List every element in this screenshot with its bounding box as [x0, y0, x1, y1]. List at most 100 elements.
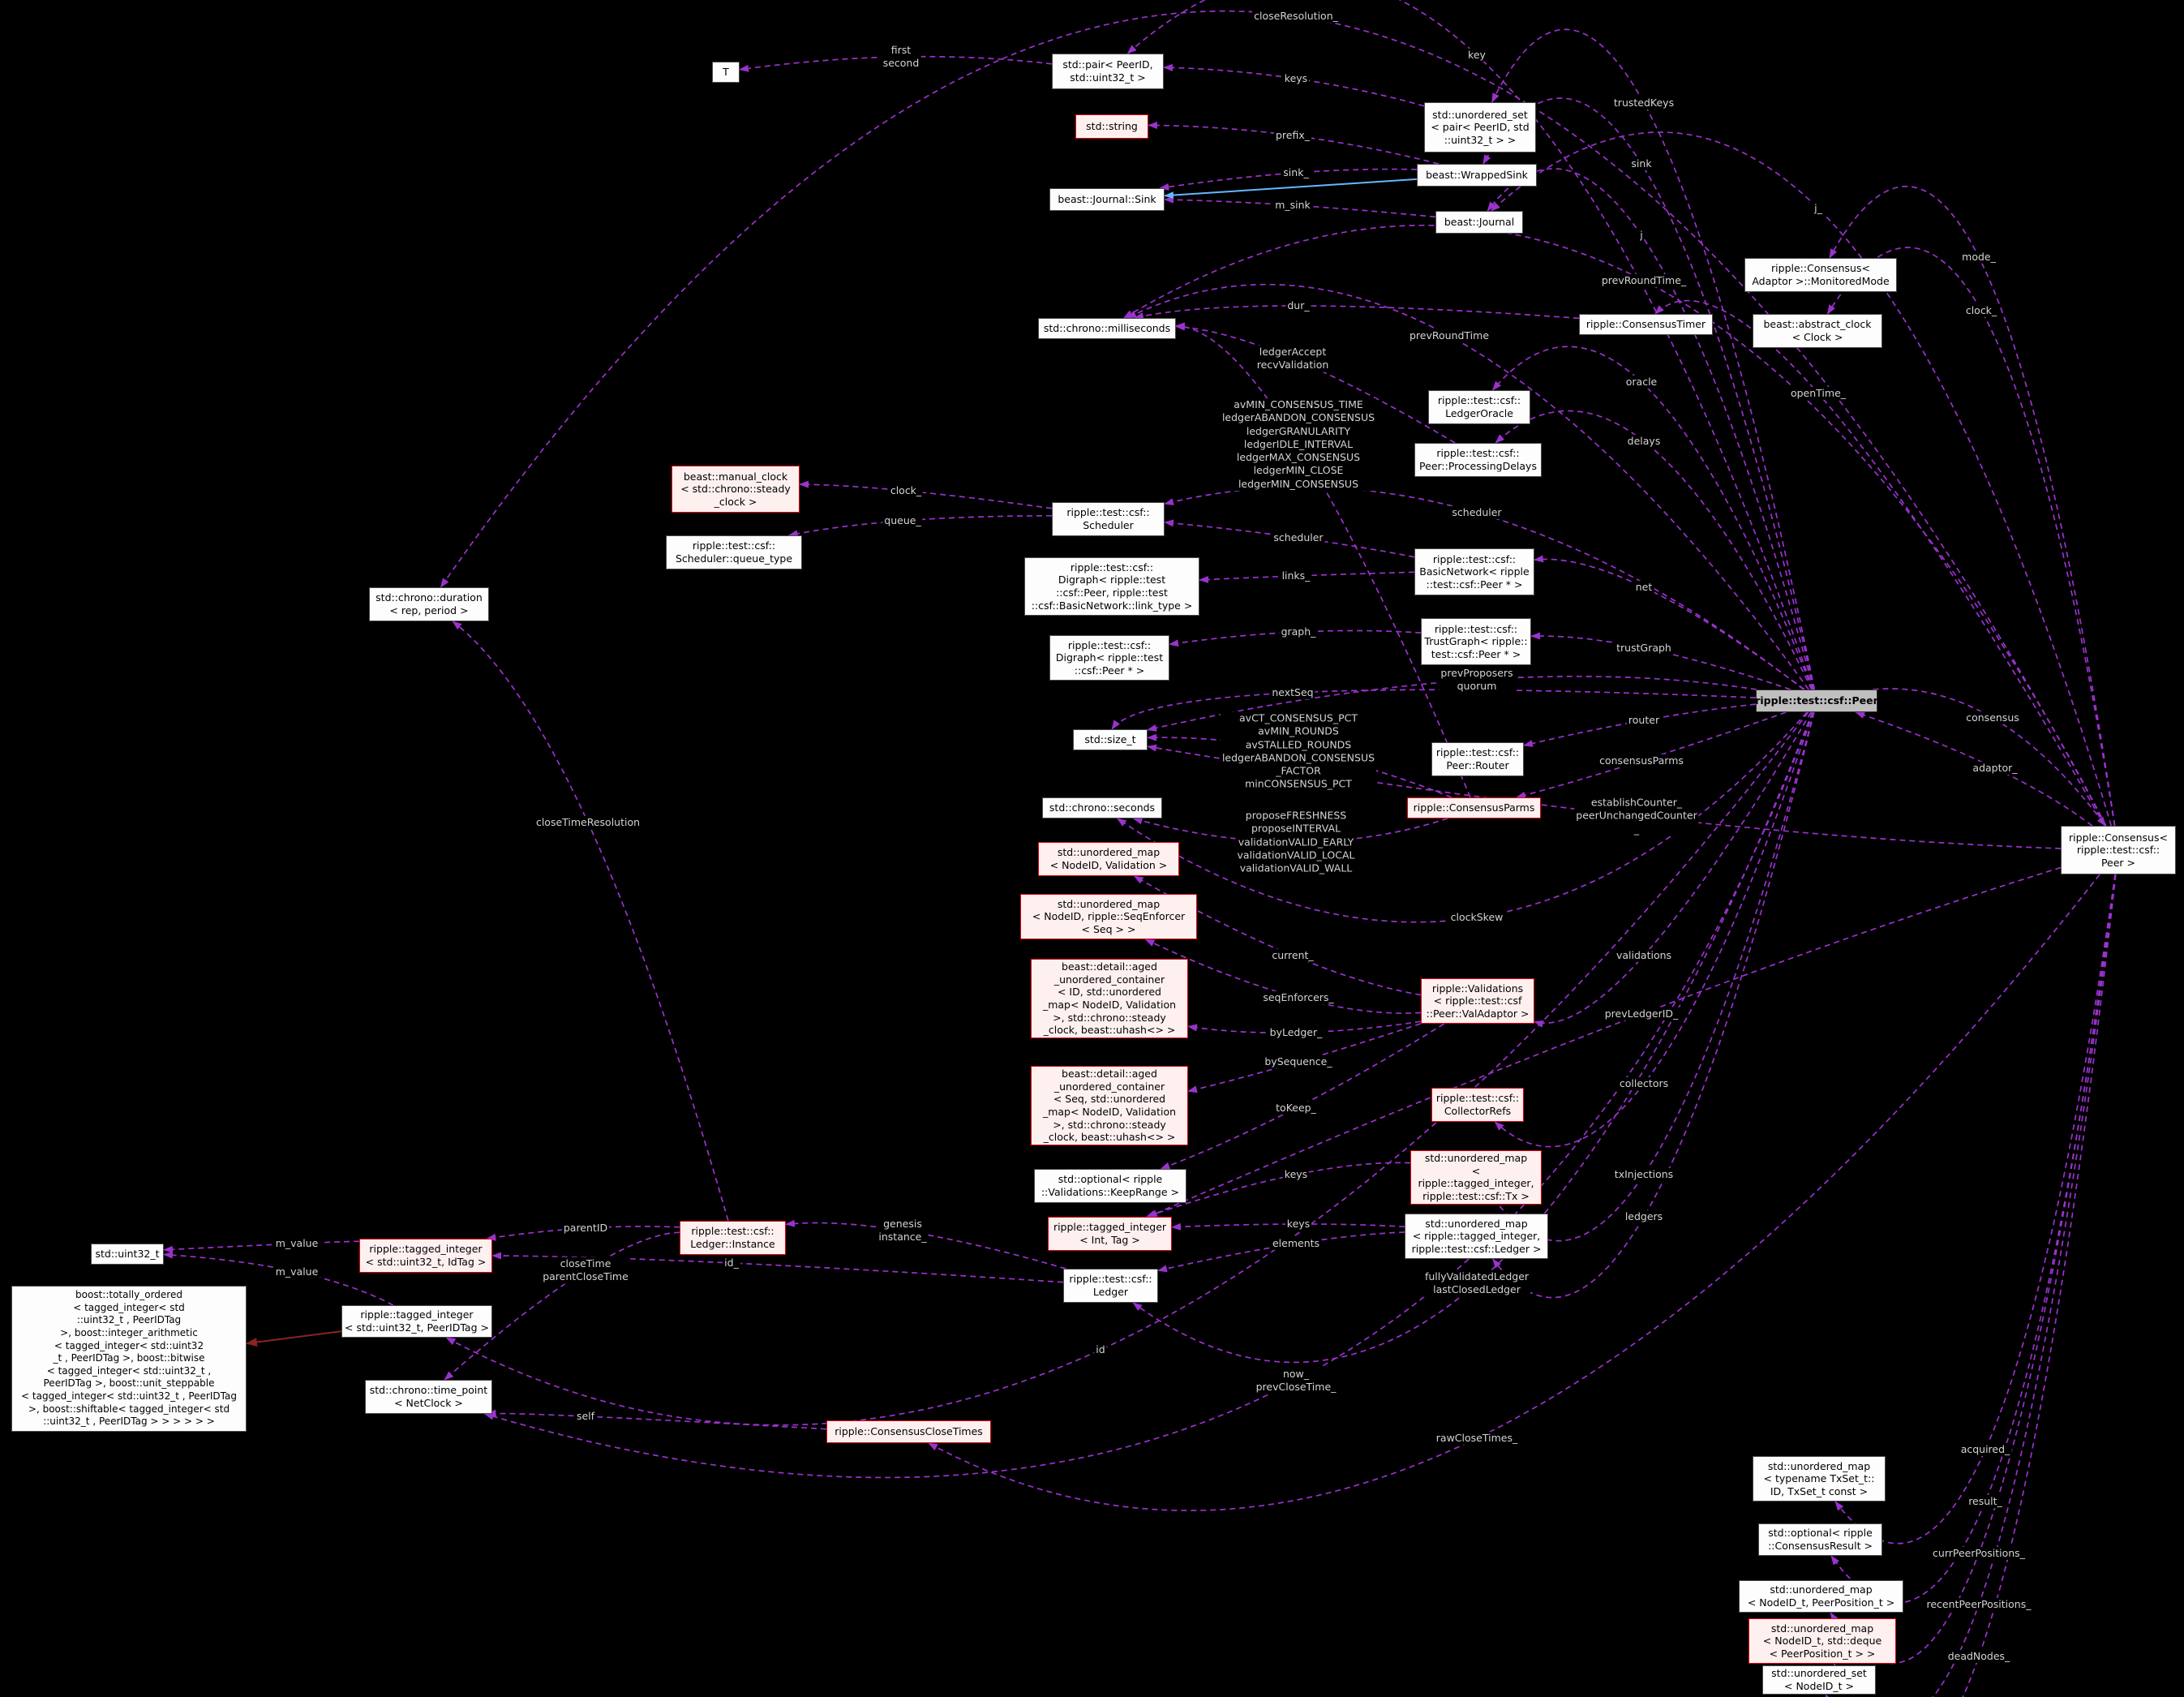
node-uint32[interactable]: std::uint32_t: [91, 1244, 164, 1265]
edge-label: mode_: [1960, 250, 1997, 264]
edge-ledger_instance-duration: [452, 621, 729, 1222]
edge-label: rawCloseTimes_: [1434, 1431, 1520, 1446]
node-trust_graph[interactable]: ripple::test::csf:: TrustGraph< ripple::…: [1421, 618, 1531, 665]
edge-label: clockSkew: [1448, 910, 1505, 925]
edge-label: consensus: [1964, 711, 2021, 725]
node-um_ledger[interactable]: std::unordered_map < ripple::tagged_inte…: [1405, 1214, 1548, 1259]
edge-label: establishCounter_ peerUnchangedCounter _: [1574, 796, 1699, 836]
edge-label: sink: [1629, 157, 1654, 171]
edge-label: now_ prevCloseTime_: [1254, 1367, 1338, 1394]
node-tagged_peeridtag[interactable]: ripple::tagged_integer < std::uint32_t, …: [341, 1305, 492, 1338]
edge-label: txInjections: [1612, 1167, 1676, 1182]
node-peer[interactable]: ripple::test::csf::Peer: [1755, 690, 1878, 712]
node-consensus_close_times[interactable]: ripple::ConsensusCloseTimes: [826, 1420, 991, 1443]
edge-label: openTime_: [1788, 386, 1848, 401]
node-um_txset[interactable]: std::unordered_map < typename TxSet_t:: …: [1753, 1456, 1886, 1502]
node-ledger_oracle[interactable]: ripple::test::csf:: LedgerOracle: [1428, 390, 1530, 424]
edge-label: keys: [1282, 1167, 1310, 1182]
node-us_nodeid[interactable]: std::unordered_set < NodeID_t >: [1762, 1665, 1876, 1695]
edge-peer-consensus_main: [1873, 688, 2106, 827]
node-um_seqenforcer[interactable]: std::unordered_map < NodeID, ripple::Seq…: [1020, 894, 1197, 939]
edge-peer-wrapped_sink: [1482, 97, 1815, 690]
node-duration[interactable]: std::chrono::duration < rep, period >: [369, 587, 489, 621]
edge-label: prevRoundTime_: [1599, 273, 1688, 288]
node-journal_sink[interactable]: beast::Journal::Sink: [1049, 188, 1165, 211]
node-um_tx[interactable]: std::unordered_map < ripple::tagged_inte…: [1410, 1150, 1542, 1205]
edge-consensus_main-us_nodeid: [1825, 874, 2117, 1697]
edge-consensus_main-um_deque: [1833, 874, 2117, 1697]
node-tagged_int_tag[interactable]: ripple::tagged_integer < Int, Tag >: [1048, 1217, 1172, 1251]
node-pair_peerid[interactable]: std::pair< PeerID, std::uint32_t >: [1052, 54, 1164, 89]
edge-label: recentPeerPositions_: [1924, 1597, 2033, 1612]
edge-label: bySequence_: [1263, 1055, 1334, 1069]
edge-label: prefix_: [1273, 128, 1312, 143]
edge-label: closeResolution_: [1252, 9, 1340, 24]
node-processing_delays[interactable]: ripple::test::csf:: Peer::ProcessingDela…: [1414, 443, 1542, 477]
node-peer_router[interactable]: ripple::test::csf:: Peer::Router: [1431, 742, 1524, 776]
node-milliseconds[interactable]: std::chrono::milliseconds: [1038, 318, 1176, 339]
node-um_validation[interactable]: std::unordered_map < NodeID, Validation …: [1038, 842, 1179, 876]
edge-label: links_: [1280, 569, 1312, 583]
edge-peer-consensus_parms: [1516, 711, 1787, 799]
node-seconds_node[interactable]: std::chrono::seconds: [1042, 797, 1162, 818]
edge-label: keys: [1285, 1217, 1312, 1231]
edge-label: closeTimeResolution: [534, 815, 642, 830]
node-time_point[interactable]: std::chrono::time_point < NetClock >: [365, 1380, 492, 1414]
node-manual_clock[interactable]: beast::manual_clock < std::chrono::stead…: [672, 466, 800, 513]
node-t_node[interactable]: T: [712, 62, 740, 83]
node-scheduler_node[interactable]: ripple::test::csf:: Scheduler: [1052, 502, 1165, 536]
edge-label: net: [1633, 580, 1654, 595]
edge-label: byLedger_: [1268, 1025, 1324, 1040]
node-digraph_peer[interactable]: ripple::test::csf:: Digraph< ripple::tes…: [1049, 635, 1169, 681]
edge-wrapped_sink-journal_sink: [1164, 178, 1418, 200]
node-consensus_parms[interactable]: ripple::ConsensusParms: [1407, 797, 1541, 818]
node-csf_ledger[interactable]: ripple::test::csf:: Ledger: [1063, 1269, 1158, 1303]
node-aged_seq[interactable]: beast::detail::aged _unordered_container…: [1031, 1066, 1188, 1145]
edge-label: nextSeq: [1270, 685, 1315, 700]
node-validations_node[interactable]: ripple::Validations < ripple::test::csf …: [1421, 978, 1534, 1024]
edge-label: avCT_CONSENSUS_PCT avMIN_ROUNDS avSTALLE…: [1220, 711, 1377, 791]
node-ledger_instance[interactable]: ripple::test::csf:: Ledger::Instance: [680, 1221, 786, 1255]
node-monitored_mode[interactable]: ripple::Consensus< Adaptor >::MonitoredM…: [1744, 258, 1897, 292]
node-opt_result[interactable]: std::optional< ripple ::ConsensusResult …: [1758, 1523, 1882, 1556]
node-collector_refs[interactable]: ripple::test::csf:: CollectorRefs: [1431, 1088, 1524, 1122]
edge-label: toKeep_: [1274, 1101, 1318, 1115]
node-tagged_idtag[interactable]: ripple::tagged_integer < std::uint32_t, …: [359, 1239, 492, 1273]
edge-consensus_main-consensus_timer: [1654, 299, 2105, 827]
node-aged_id[interactable]: beast::detail::aged _unordered_container…: [1031, 959, 1188, 1038]
node-size_t[interactable]: std::size_t: [1073, 729, 1148, 750]
node-boost_node[interactable]: boost::totally_ordered < tagged_integer<…: [11, 1286, 247, 1432]
edge-label: scheduler: [1272, 531, 1325, 545]
node-um_deque[interactable]: std::unordered_map < NodeID_t, std::dequ…: [1748, 1618, 1896, 1664]
node-optional_keeprange[interactable]: std::optional< ripple ::Validations::Kee…: [1034, 1169, 1186, 1203]
edge-label: genesis instance_: [877, 1217, 929, 1244]
edge-label: j: [1638, 228, 1645, 243]
edge-label: id: [1094, 1343, 1107, 1357]
node-consensus_timer[interactable]: ripple::ConsensusTimer: [1579, 314, 1713, 335]
node-abstract_clock[interactable]: beast::abstract_clock < Clock >: [1753, 314, 1882, 348]
node-um_peerpos[interactable]: std::unordered_map < NodeID_t, PeerPosit…: [1739, 1580, 1903, 1613]
edge-consensus_timer-milliseconds: [1134, 305, 1580, 320]
node-us_pair[interactable]: std::unordered_set < pair< PeerID, std :…: [1424, 102, 1536, 153]
edge-label: router: [1626, 713, 1662, 728]
edge-label: proposeFRESHNESS proposeINTERVAL validat…: [1235, 809, 1357, 875]
edge-label: m_value: [273, 1236, 320, 1251]
edge-label: delays: [1625, 434, 1663, 449]
node-basic_network[interactable]: ripple::test::csf:: BasicNetwork< ripple…: [1414, 548, 1534, 595]
node-string_node[interactable]: std::string: [1075, 114, 1148, 139]
edge-label: adaptor_: [1971, 761, 2019, 775]
edge-consensus_main-journal: [1490, 131, 2113, 827]
edge-label: avMIN_CONSENSUS_TIME ledgerABANDON_CONSE…: [1220, 398, 1377, 491]
node-queue_type[interactable]: ripple::test::csf:: Scheduler::queue_typ…: [666, 535, 802, 569]
node-journal[interactable]: beast::Journal: [1435, 211, 1523, 234]
edge-label: collectors: [1617, 1076, 1671, 1091]
node-digraph_link[interactable]: ripple::test::csf:: Digraph< ripple::tes…: [1024, 557, 1199, 616]
edge-label: queue_: [882, 513, 923, 528]
node-consensus_main[interactable]: ripple::Consensus< ripple::test::csf:: P…: [2061, 826, 2176, 874]
edge-label: elements: [1270, 1236, 1322, 1251]
edge-peer-basic_network: [1534, 555, 1805, 690]
node-wrapped_sink[interactable]: beast::WrappedSink: [1417, 164, 1537, 187]
edge-label: id_: [723, 1256, 740, 1270]
edge-label: scheduler: [1450, 505, 1504, 520]
edge-label: m_sink: [1273, 198, 1312, 213]
